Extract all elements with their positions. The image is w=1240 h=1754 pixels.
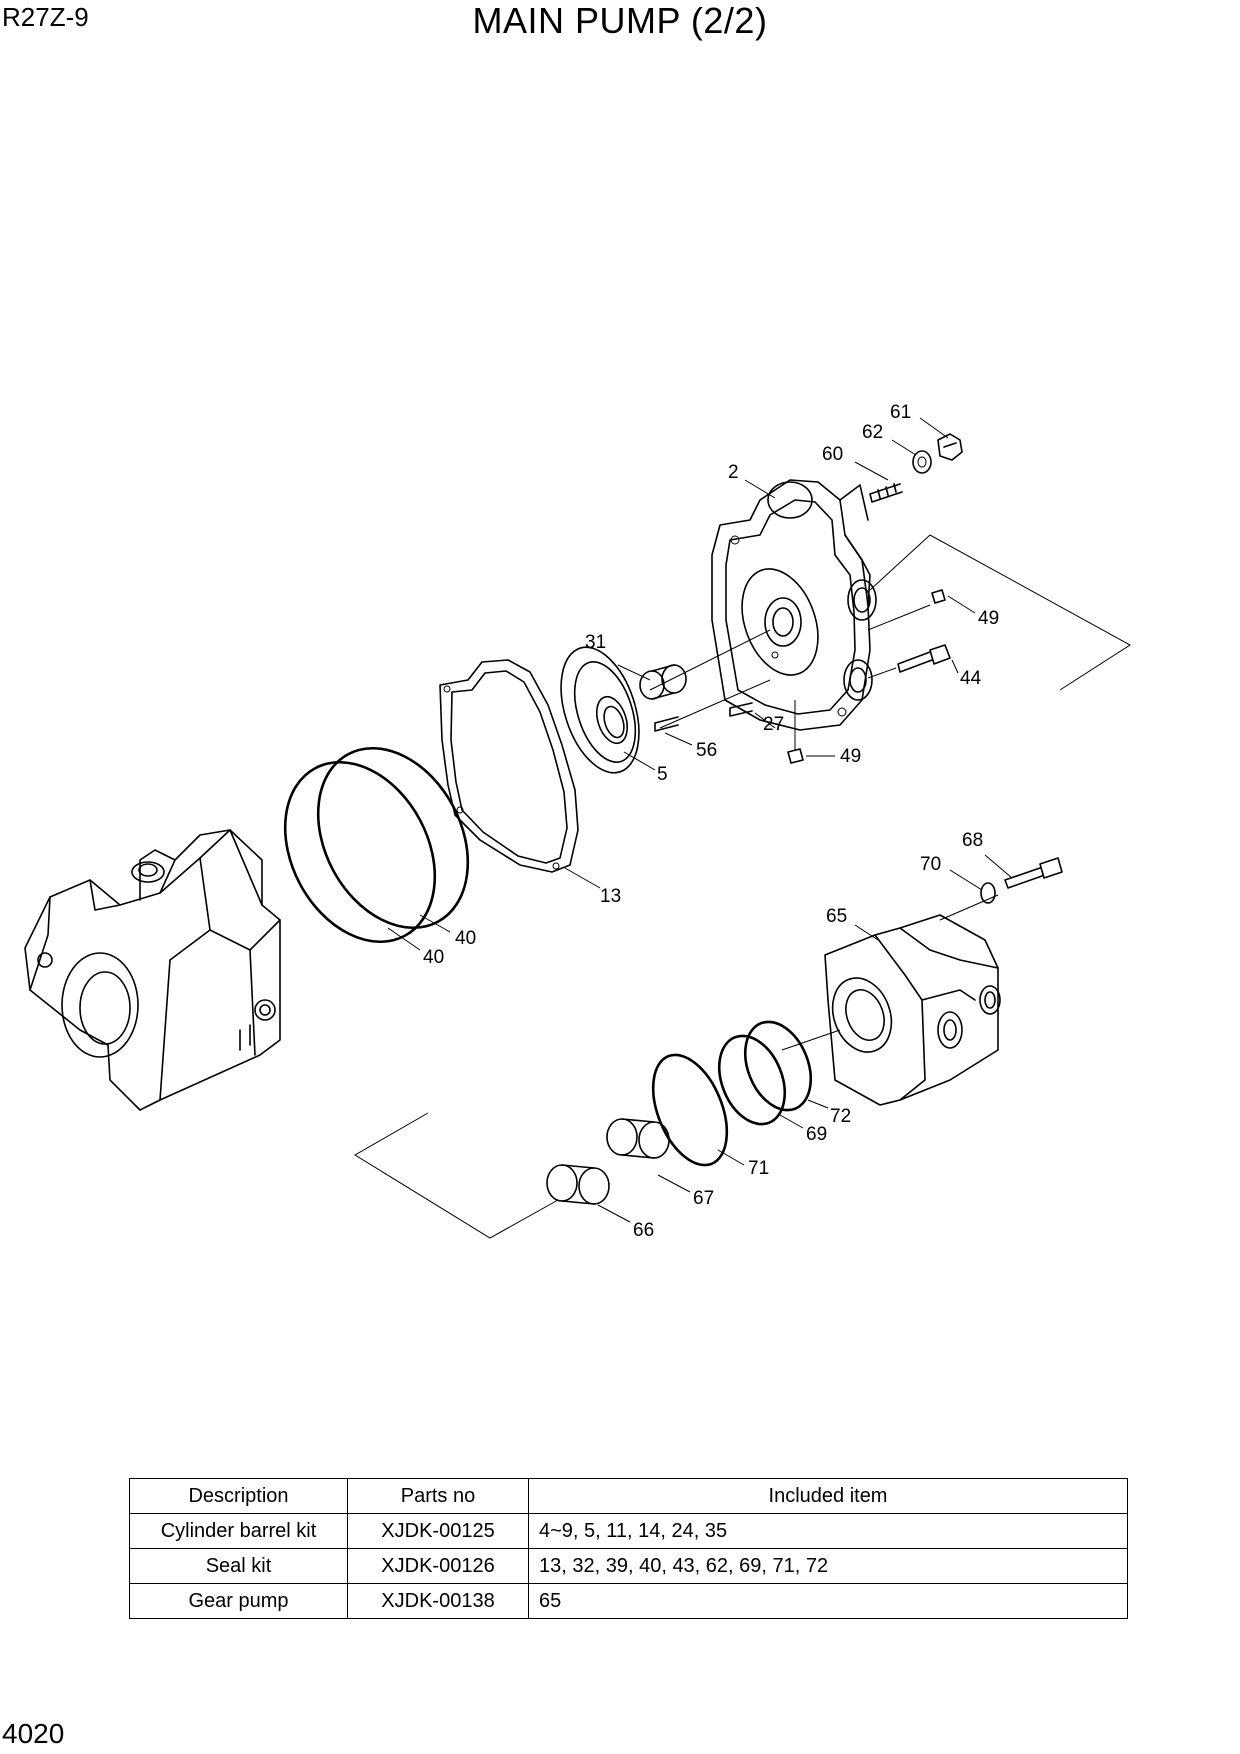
plate-5: [560, 646, 640, 774]
plug-49-upper: [931, 589, 946, 604]
callout-2: 2: [728, 462, 739, 483]
callout-66: 66: [633, 1220, 654, 1241]
row-parts-no: XJDK-00138: [347, 1583, 529, 1619]
pin-56: [654, 716, 679, 732]
callout-31: 31: [585, 632, 606, 653]
nut-61: [937, 433, 963, 461]
model-code: R27Z-9: [2, 2, 89, 32]
o-ring-72: [743, 1020, 813, 1112]
o-ring-40-b: [316, 746, 470, 930]
page-number: 4020: [2, 1718, 65, 1749]
callout-67: 67: [693, 1188, 714, 1209]
callout-49-upper: 49: [978, 608, 999, 629]
stud-60: [869, 483, 903, 503]
callout-62: 62: [862, 422, 883, 443]
bolt-44: [897, 644, 951, 673]
callout-5: 5: [657, 764, 668, 785]
o-ring-71: [651, 1053, 729, 1167]
callout-40-a: 40: [455, 928, 476, 949]
cover-2: [711, 479, 877, 731]
o-ring-40-a: [283, 760, 437, 944]
pump-housing: [24, 829, 281, 1111]
header-included-item: Included item: [528, 1478, 1128, 1514]
bolt-68: [1004, 857, 1063, 889]
bush-31: [639, 664, 687, 700]
row-included: 4~9, 5, 11, 14, 24, 35: [528, 1513, 1128, 1549]
callout-40-b: 40: [423, 947, 444, 968]
callout-65: 65: [826, 906, 847, 927]
table-row: Gear pump XJDK-00138 65: [129, 1583, 1128, 1619]
callout-60: 60: [822, 444, 843, 465]
callout-69: 69: [806, 1124, 827, 1145]
callout-72: 72: [830, 1106, 851, 1127]
callout-71: 71: [748, 1158, 769, 1179]
row-parts-no: XJDK-00126: [347, 1548, 529, 1584]
header-description: Description: [129, 1478, 348, 1514]
kits-table: Description Parts no Included item Cylin…: [129, 1478, 1128, 1619]
row-description: Cylinder barrel kit: [129, 1513, 348, 1549]
plug-49-lower: [787, 748, 804, 764]
row-included: 13, 32, 39, 40, 43, 62, 69, 71, 72: [528, 1548, 1128, 1584]
callout-13: 13: [600, 886, 621, 907]
bush-66: [546, 1164, 610, 1205]
page-title: MAIN PUMP (2/2): [472, 0, 768, 41]
callout-49-lower: 49: [840, 746, 861, 767]
table-row: Cylinder barrel kit XJDK-00125 4~9, 5, 1…: [129, 1513, 1128, 1549]
gasket-13: [439, 659, 579, 873]
assembly-lines: [354, 534, 1131, 1239]
row-included: 65: [528, 1583, 1128, 1619]
callout-70: 70: [920, 854, 941, 875]
row-description: Gear pump: [129, 1583, 348, 1619]
pin-27: [729, 702, 753, 717]
header-parts-no: Parts no: [347, 1478, 529, 1514]
callout-27: 27: [763, 714, 784, 735]
callout-56: 56: [696, 740, 717, 761]
table-row: Seal kit XJDK-00126 13, 32, 39, 40, 43, …: [129, 1548, 1128, 1584]
washer-70: [980, 882, 996, 904]
row-description: Seal kit: [129, 1548, 348, 1584]
gear-pump-65: [824, 914, 1001, 1106]
callout-68: 68: [962, 830, 983, 851]
callout-44: 44: [960, 668, 982, 689]
washer-62: [912, 450, 932, 474]
leader-lines: [387, 417, 1013, 1223]
bush-67: [606, 1118, 670, 1159]
callout-61: 61: [890, 402, 911, 423]
table-header-row: Description Parts no Included item: [129, 1478, 1128, 1514]
o-ring-69: [717, 1034, 787, 1126]
row-parts-no: XJDK-00125: [347, 1513, 529, 1549]
